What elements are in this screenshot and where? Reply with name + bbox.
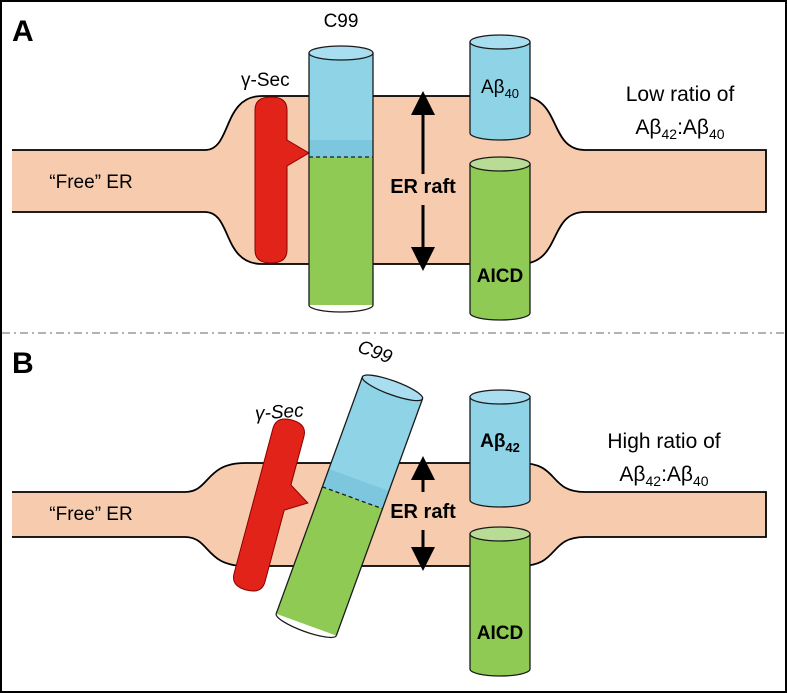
panel-a: A γ-Sec C99 ER raft Aβ40 xyxy=(12,11,767,321)
panel-b-abeta-cylinder xyxy=(469,389,531,508)
panel-b-aicd-cylinder xyxy=(469,526,531,677)
panel-b-gamma-sec-label: γ-Sec xyxy=(254,400,304,424)
panel-b-ratio-line2: Aβ42:Aβ40 xyxy=(619,463,708,489)
panel-b: B γ-Sec C99 ER raft Aβ42 xyxy=(12,337,767,677)
panel-a-aicd-label: AICD xyxy=(477,266,523,287)
panel-a-gamma-sec-label: γ-Sec xyxy=(241,70,290,91)
panel-a-c99-cylinder xyxy=(308,45,374,313)
panel-a-c99-label: C99 xyxy=(324,11,359,32)
panel-b-c99-cylinder xyxy=(275,374,424,639)
panel-a-letter: A xyxy=(12,15,34,48)
panel-a-ratio-line2: Aβ42:Aβ40 xyxy=(635,116,724,142)
panel-a-ratio-line1: Low ratio of xyxy=(626,83,735,106)
panel-a-free-er-label: “Free” ER xyxy=(49,172,132,193)
panel-a-abeta-cylinder xyxy=(469,34,531,141)
panel-b-abeta-label: Aβ42 xyxy=(480,431,520,455)
panel-a-aicd-cylinder xyxy=(469,156,531,321)
panel-a-gamma-secretase xyxy=(254,96,310,264)
panel-b-ratio-line1: High ratio of xyxy=(607,430,720,453)
panel-a-abeta-label: Aβ40 xyxy=(481,77,519,101)
panel-a-er-raft-label: ER raft xyxy=(390,176,456,198)
panel-b-letter: B xyxy=(12,347,34,380)
panel-b-free-er-label: “Free” ER xyxy=(49,504,132,525)
panel-b-gamma-secretase xyxy=(233,418,309,592)
panel-b-aicd-label: AICD xyxy=(477,623,523,644)
panel-b-membrane xyxy=(12,462,767,567)
panel-a-membrane xyxy=(12,95,767,265)
panel-b-er-raft-label: ER raft xyxy=(390,501,456,523)
panel-b-c99-label: C99 xyxy=(355,337,395,369)
